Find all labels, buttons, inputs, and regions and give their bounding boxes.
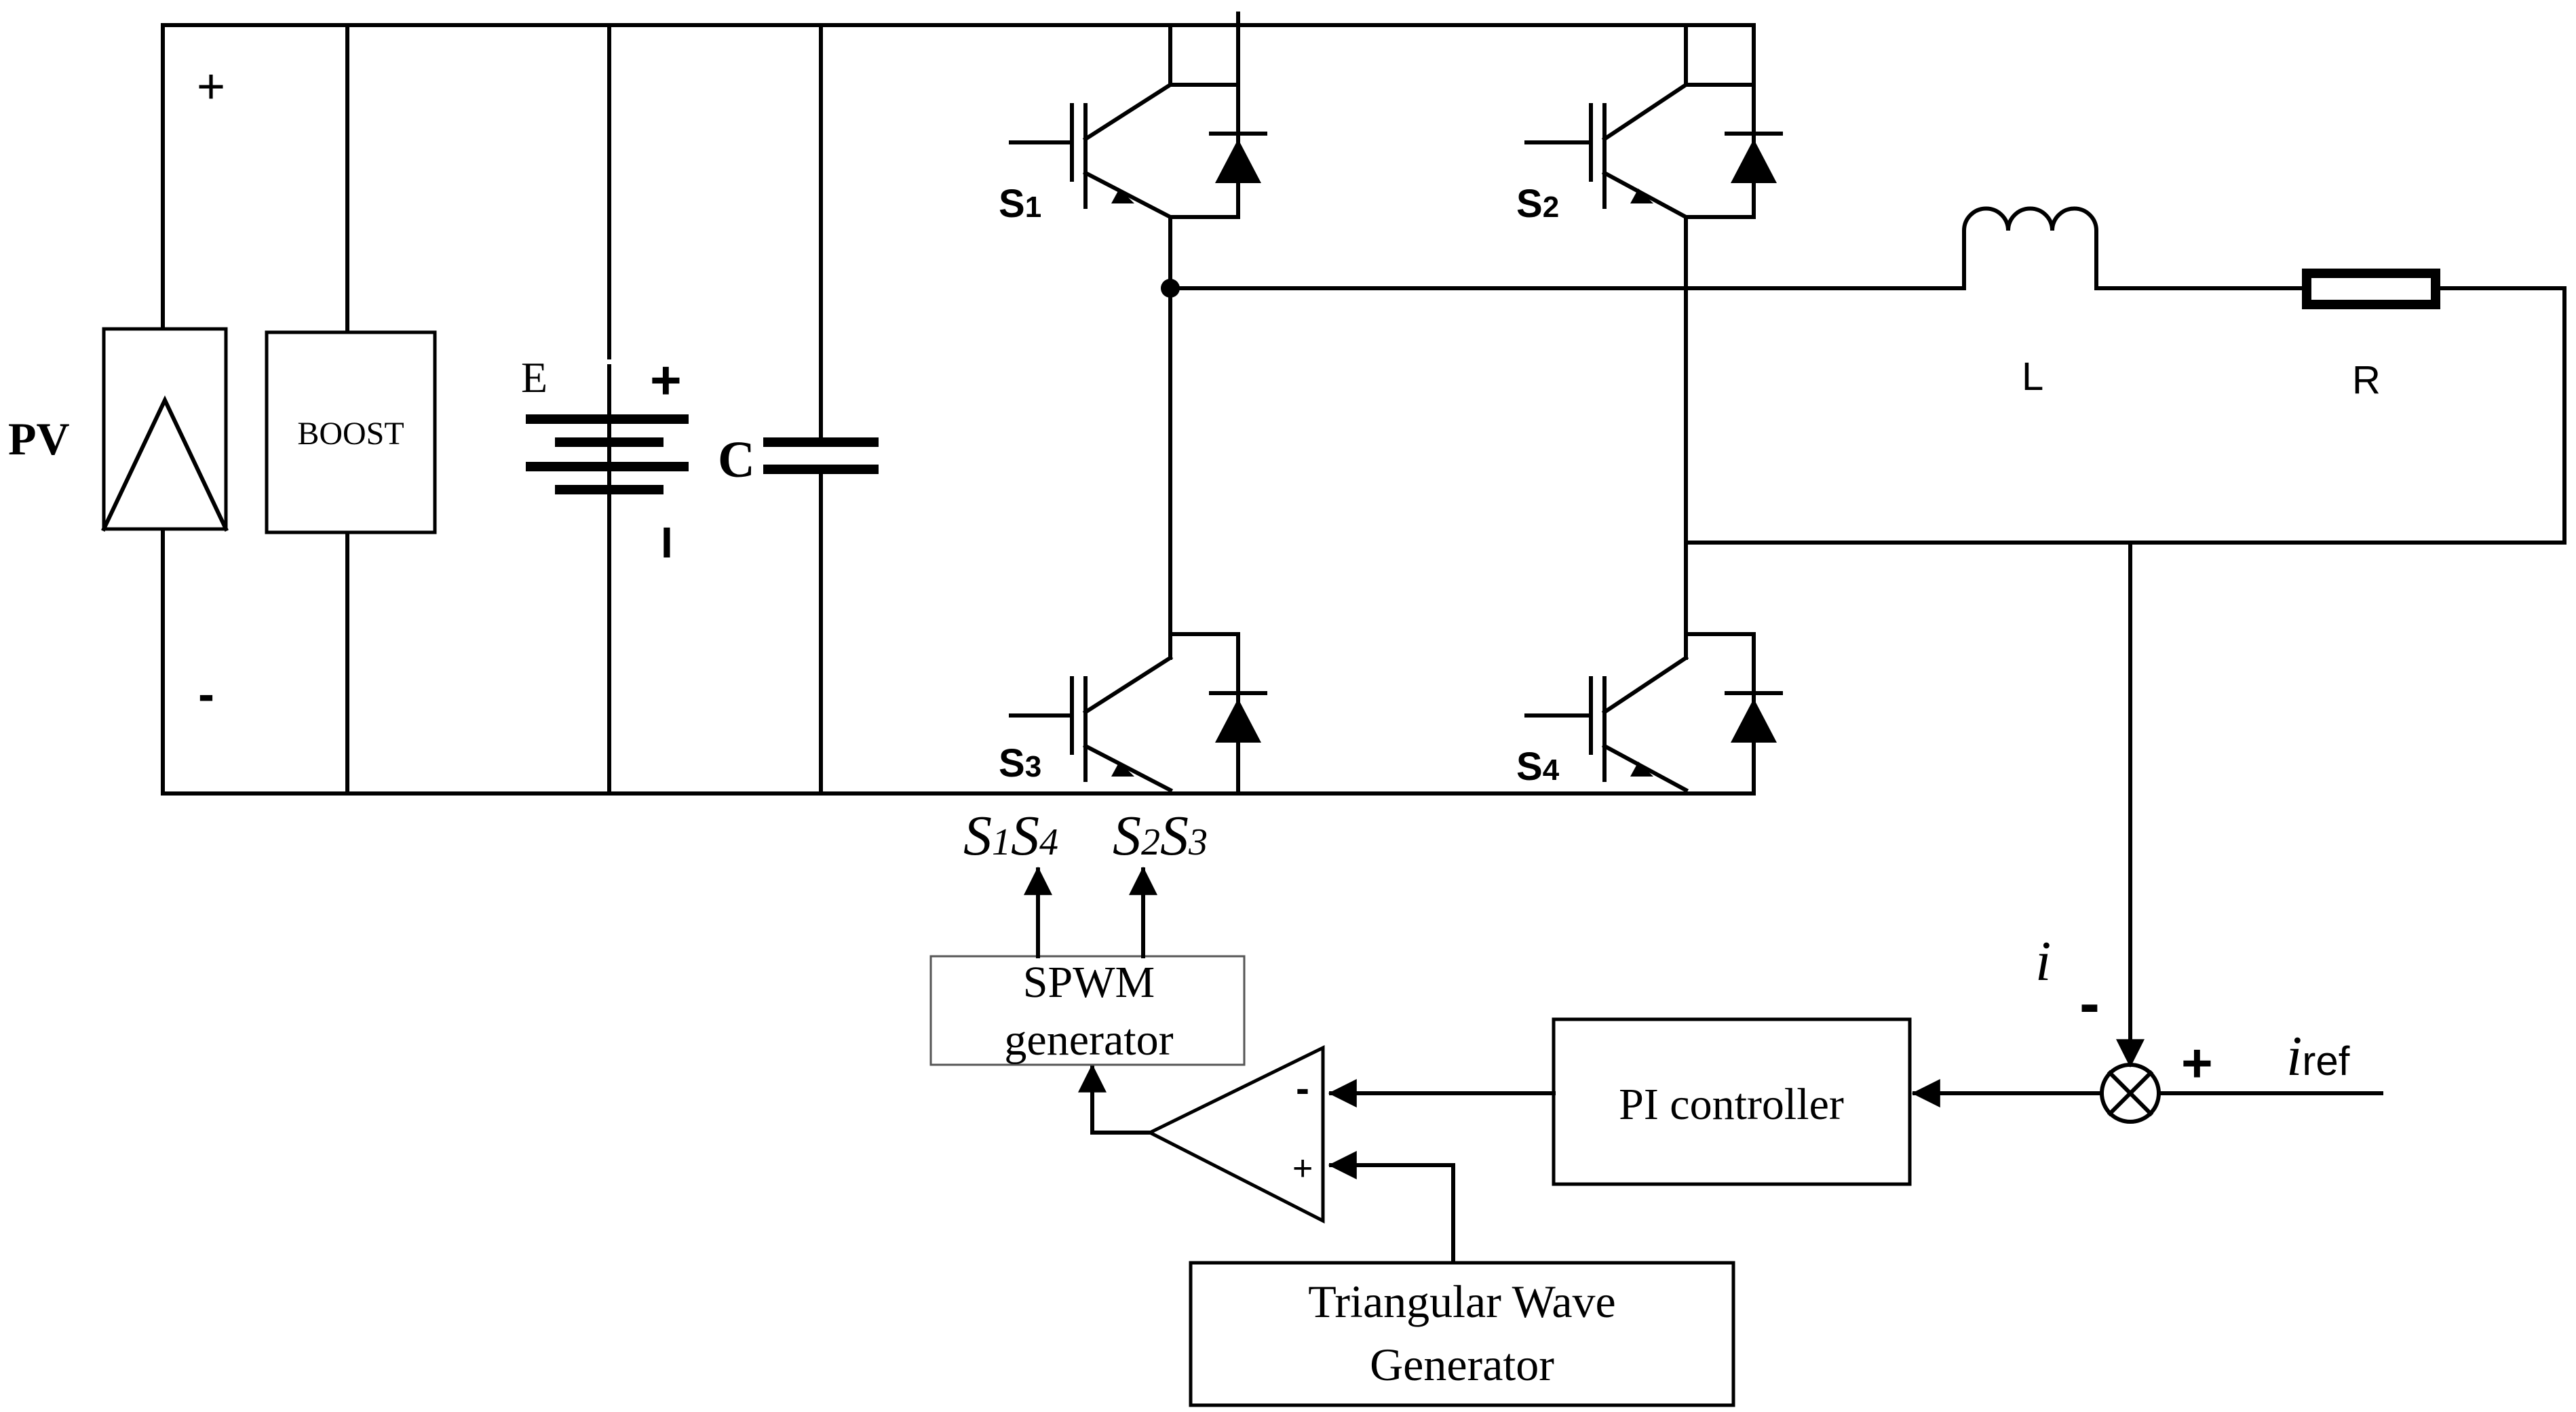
- iref-label: iref: [2286, 1025, 2350, 1088]
- pv-label: PV: [8, 413, 70, 465]
- battery-plus-sign: +: [650, 350, 682, 410]
- igbt-s2: [1524, 23, 1783, 220]
- sum-plus-sign: +: [2181, 1033, 2213, 1093]
- capacitor-label: C: [718, 431, 755, 488]
- spwm-generator-block: [929, 955, 1246, 1066]
- pv-minus-sign: -: [198, 667, 214, 722]
- igbt-s3: [1009, 629, 1267, 796]
- comparator-output-line: [1078, 1063, 1152, 1135]
- capacitor-symbol: [763, 364, 879, 545]
- carrier-signal-line: [1328, 1151, 1455, 1265]
- igbt-s1: [1009, 12, 1267, 220]
- bridge-legs: [1161, 215, 1688, 633]
- triangular-wave-label-line1: Triangular Wave: [1308, 1276, 1615, 1327]
- switch-label-s4: S4: [1516, 745, 1560, 789]
- sum-minus-sign: -: [2079, 970, 2100, 1038]
- gate-pair-label-s2s3: S2S3: [1113, 804, 1208, 867]
- boost-converter: [265, 330, 437, 534]
- switch-label-s2: S2: [1516, 182, 1559, 226]
- boost-label: BOOST: [297, 416, 404, 452]
- gate-pair-label-s1s4: S1S4: [963, 804, 1058, 867]
- spwm-label-line1: SPWM: [1023, 958, 1155, 1007]
- pi-controller-label: PI controller: [1619, 1080, 1844, 1129]
- inductor-label: L: [2022, 355, 2043, 399]
- summing-junction: [2100, 1063, 2161, 1124]
- pv-plus-sign: +: [197, 60, 225, 114]
- feedback-current-label: i: [2035, 930, 2051, 993]
- spwm-label-line2: generator: [1004, 1015, 1173, 1065]
- inductor-symbol: [1962, 206, 2098, 290]
- comparator-plus-sign: +: [1292, 1149, 1313, 1188]
- comparator: [1146, 1044, 1325, 1224]
- battery-symbol: [526, 359, 689, 545]
- triangular-wave-generator-block: [1189, 1261, 1735, 1407]
- battery-label: E: [521, 353, 547, 401]
- resistor-symbol: [2302, 269, 2440, 309]
- comparator-minus-sign: -: [1296, 1065, 1309, 1111]
- igbt-s4: [1524, 629, 1783, 796]
- pi-controller-block: [1552, 1017, 1912, 1186]
- pv-panel: [101, 327, 229, 532]
- battery-minus-sign: I: [661, 518, 673, 567]
- resistor-label: R: [2352, 358, 2381, 402]
- load-wiring: [1168, 286, 2567, 545]
- triangular-wave-label-line2: Generator: [1370, 1339, 1554, 1390]
- switch-label-s3: S3: [999, 741, 1041, 785]
- switch-label-s1: S1: [999, 182, 1041, 226]
